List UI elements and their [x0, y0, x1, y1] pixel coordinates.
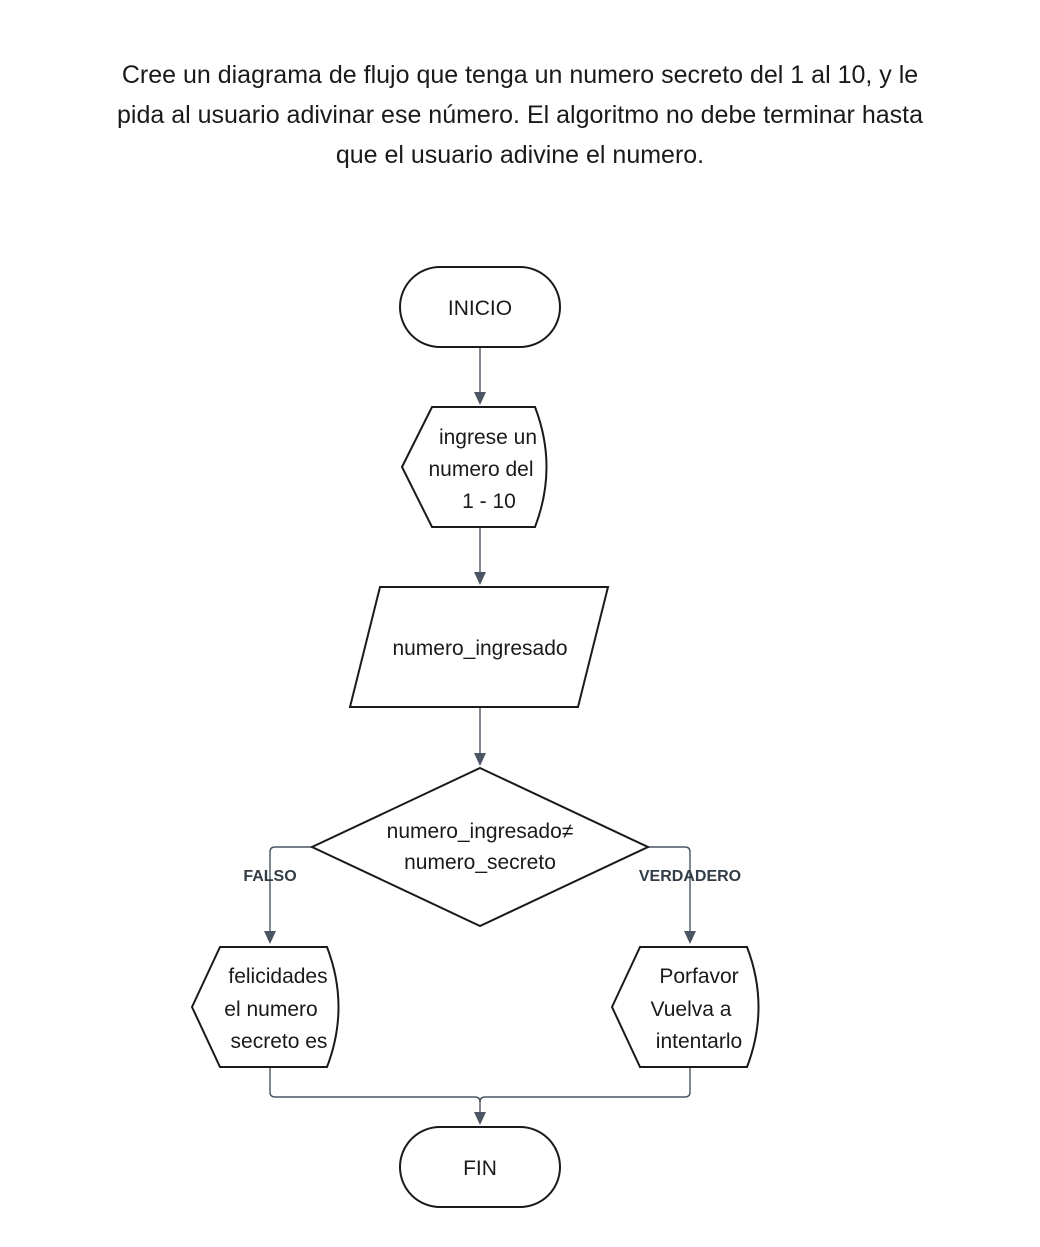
arrowhead-prompt: [474, 392, 486, 405]
start-terminal-shape: [399, 266, 561, 348]
decision-diamond-shape: [309, 766, 651, 928]
input-label: numero_ingresado: [392, 637, 567, 660]
true-message-node: Porfavor Vuelva a intentarlo: [610, 946, 760, 1068]
connector-decision-false: [269, 846, 312, 935]
connector-decision-true: [648, 846, 691, 935]
input-parallelogram-shape: [348, 586, 610, 708]
decision-node: numero_ingresado≠ numero_secreto: [309, 766, 651, 928]
connectors: [264, 347, 696, 1125]
prompt-line-2: numero del: [428, 458, 533, 481]
true-message-display-shape: [610, 946, 760, 1068]
end-node: FIN: [399, 1126, 561, 1208]
prompt-line-1: ingrese un: [439, 426, 537, 449]
input-node: numero_ingresado: [348, 586, 610, 708]
true-message-line-3: intentarlo: [656, 1030, 742, 1053]
diagram-title: Cree un diagrama de flujo que tenga un n…: [40, 55, 1000, 175]
false-message-line-3: secreto es: [231, 1030, 328, 1053]
prompt-node: ingrese un numero del 1 - 10: [400, 406, 548, 528]
false-message-node: felicidades el numero secreto es: [190, 946, 340, 1068]
connector-false-end: [269, 1067, 481, 1116]
connector-true-end: [479, 1067, 691, 1103]
arrowhead-true: [684, 931, 696, 944]
title-line-2: pida al usuario adivinar ese número. El …: [116, 101, 923, 129]
arrowhead-false: [264, 931, 276, 944]
false-message-line-2: el numero: [224, 998, 317, 1021]
decision-line-1: numero_ingresado≠: [387, 820, 574, 843]
prompt-display-shape: [400, 406, 548, 528]
prompt-line-3: 1 - 10: [462, 490, 516, 513]
start-label: INICIO: [448, 297, 512, 320]
start-node: INICIO: [399, 266, 561, 348]
false-message-line-1: felicidades: [228, 965, 327, 988]
decision-line-2: numero_secreto: [404, 851, 556, 874]
arrowhead-end: [474, 1112, 486, 1125]
title-line-3: que el usuario adivine el numero.: [335, 141, 705, 169]
edge-label-false: FALSO: [243, 868, 296, 885]
title-line-1: Cree un diagrama de flujo que tenga un n…: [121, 61, 919, 89]
arrowhead-input: [474, 572, 486, 585]
true-message-line-2: Vuelva a: [651, 998, 732, 1021]
edge-label-true: VERDADERO: [639, 868, 741, 885]
false-message-display-shape: [190, 946, 340, 1068]
true-message-line-1: Porfavor: [659, 965, 738, 988]
end-label: FIN: [463, 1157, 497, 1180]
end-terminal-shape: [399, 1126, 561, 1208]
arrowhead-decision: [474, 753, 486, 766]
